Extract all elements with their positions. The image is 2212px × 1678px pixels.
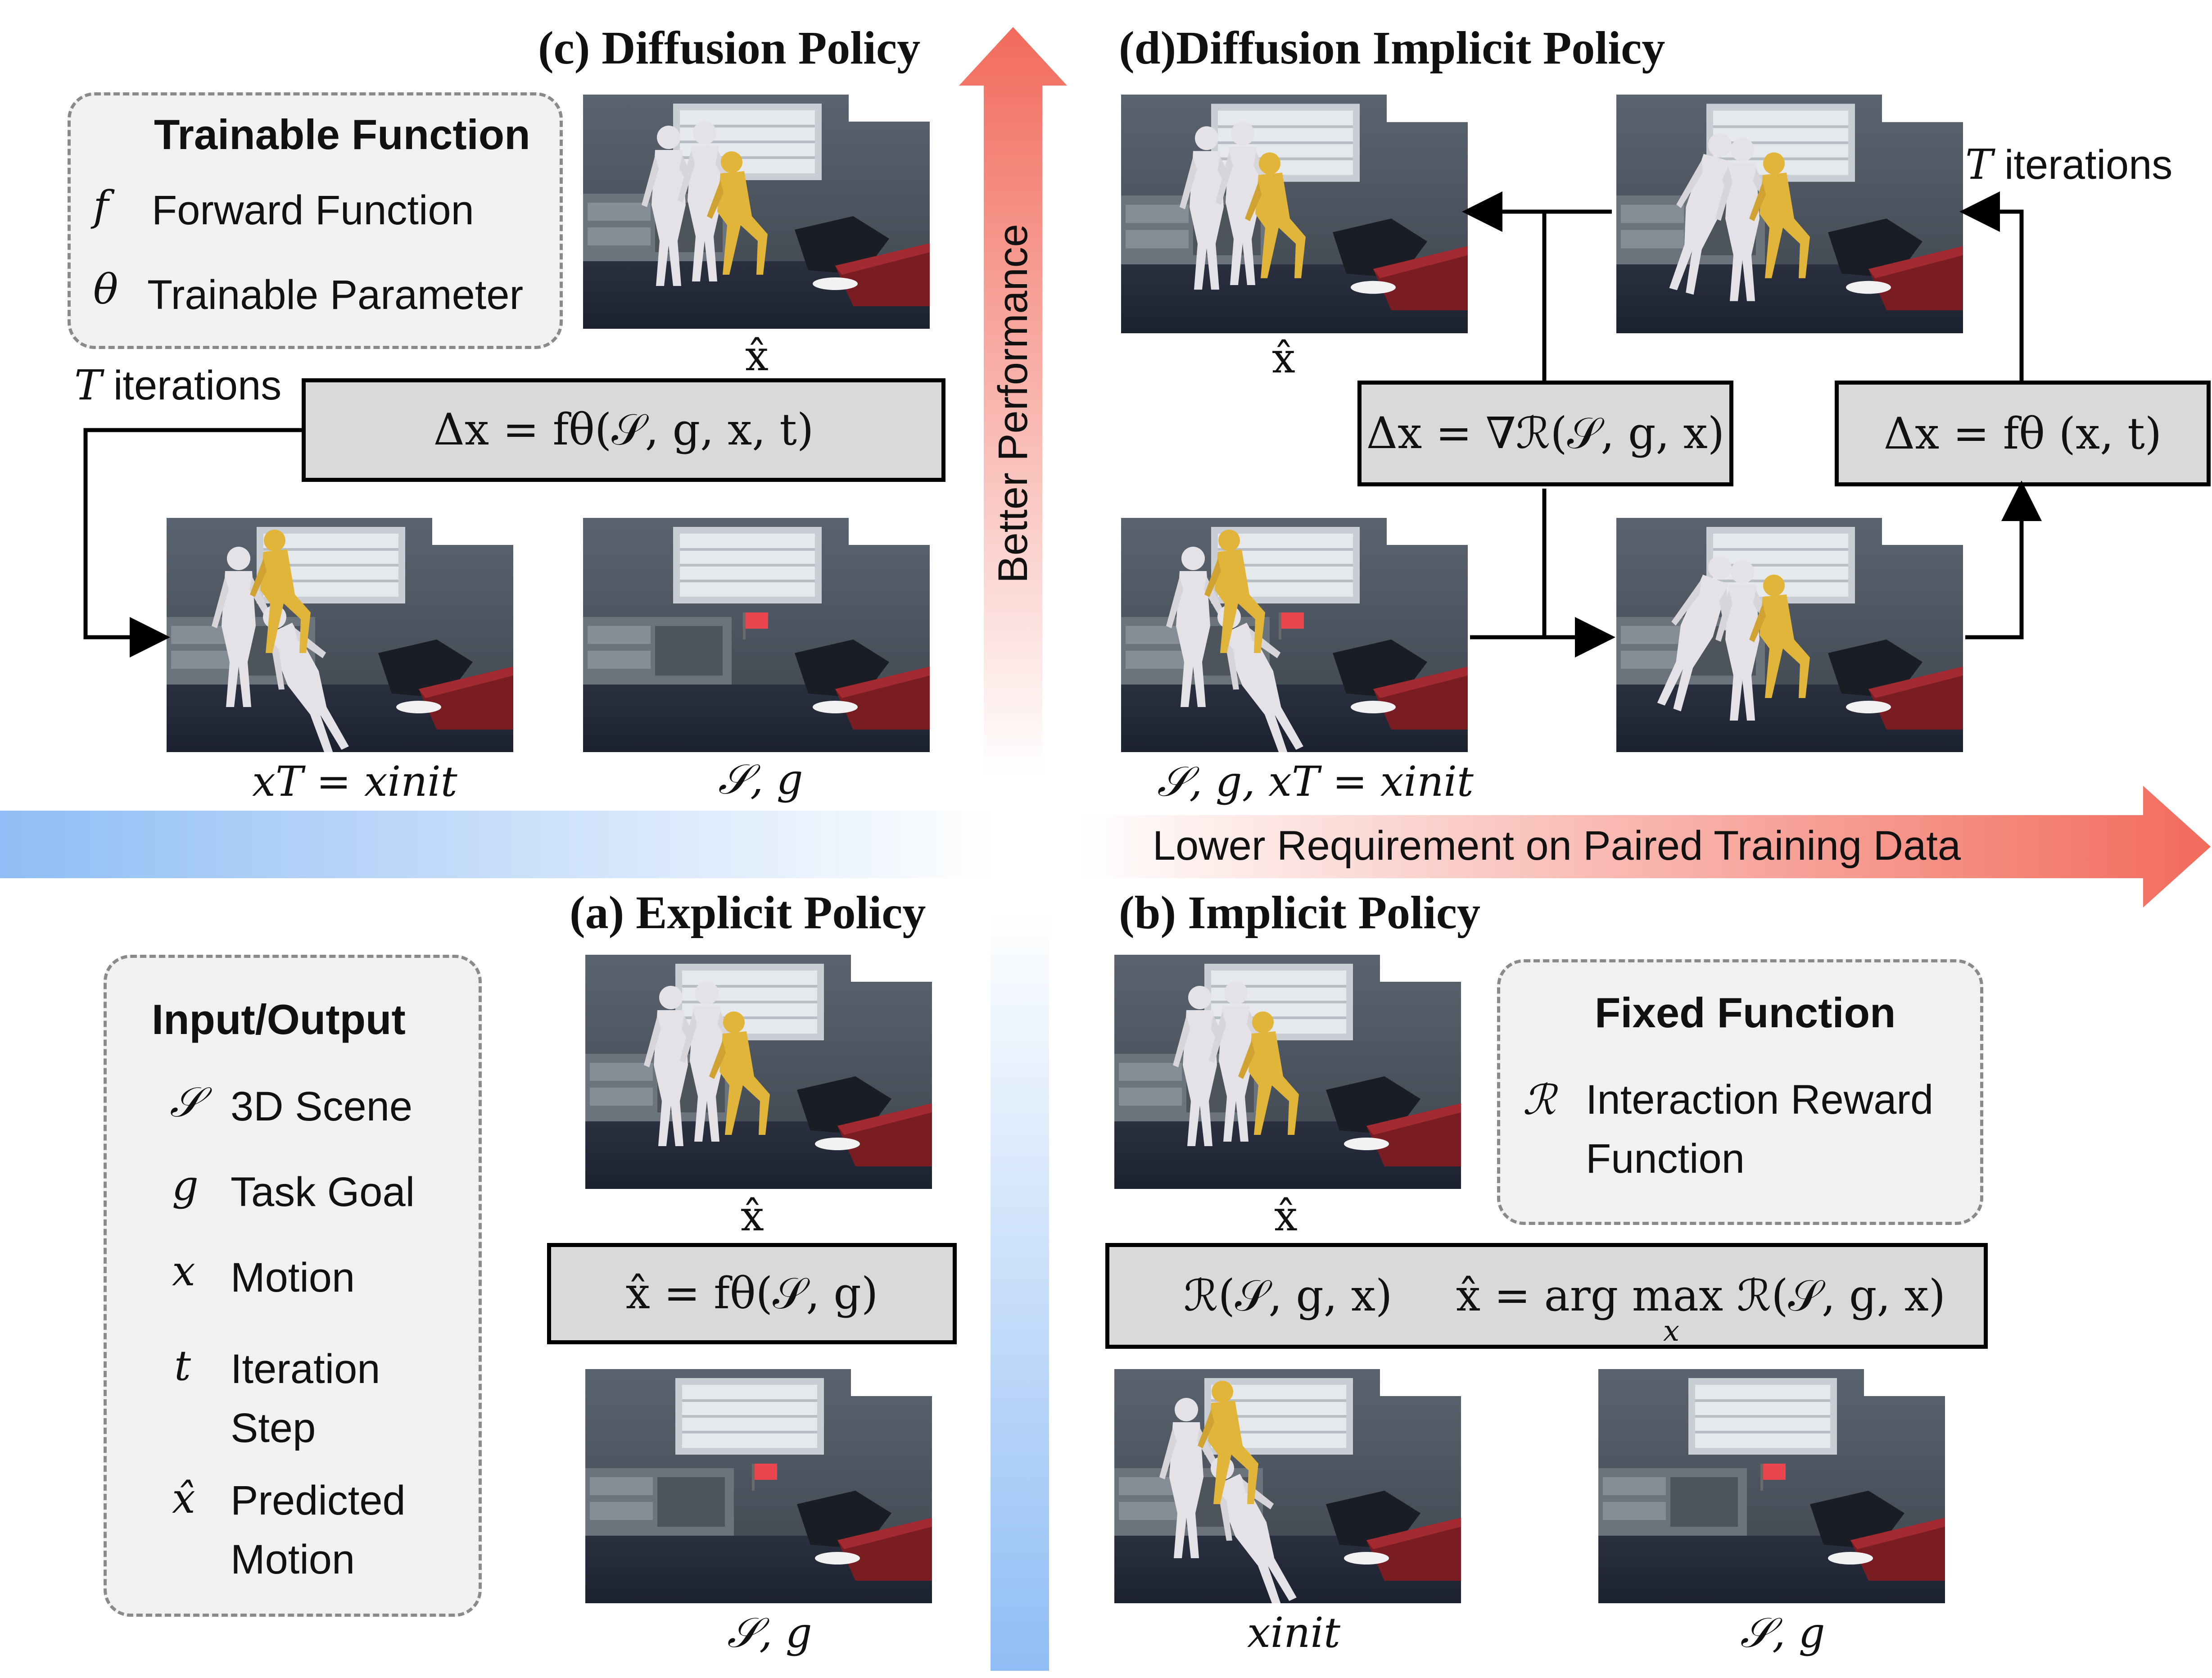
- title-explicit-policy: (a) Explicit Policy: [570, 887, 926, 939]
- label-xt-init-c: xT = xinit: [252, 757, 457, 806]
- label-xhat-c: x̂: [745, 332, 769, 380]
- iterations-label-d: T iterations: [1965, 144, 2172, 186]
- arrow-forward-to-top: [1959, 191, 2024, 381]
- title-diffusion-implicit-policy: (d)Diffusion Implicit Policy: [1119, 22, 1665, 74]
- label-xhat-b: x̂: [1274, 1192, 1298, 1240]
- label-xinit-b: xinit: [1247, 1609, 1340, 1657]
- title-diffusion-policy: (c) Diffusion Policy: [538, 22, 921, 74]
- legend-label: Trainable Parameter: [147, 272, 524, 318]
- arrow-iterate-to-forward: [1965, 481, 2042, 639]
- label-scene-goal-c: 𝒮, g: [718, 755, 803, 803]
- legend-title: Input/Output: [152, 996, 406, 1043]
- arrow-reward-to-predicted: [1462, 191, 1547, 381]
- argmax-subscript: x: [1663, 1315, 1680, 1348]
- input-output-legend: Input/Output 𝒮 3D Scene g Task Goal x Mo…: [104, 955, 482, 1617]
- fixed-function-legend: Fixed Function ℛ Interaction Reward Func…: [1497, 959, 1983, 1225]
- equation-implicit-policy: ℛ(𝒮, g, x) x̂ = arg max ℛ(𝒮, g, x) x: [1105, 1243, 1988, 1349]
- label-xhat-a: x̂: [741, 1192, 764, 1240]
- equation-explicit-policy: x̂ = fθ(𝒮, g): [547, 1243, 957, 1344]
- argmax-expression: x̂ = arg max ℛ(𝒮, g, x): [1456, 1270, 1946, 1321]
- legend-symbol: 𝒮: [170, 1078, 202, 1126]
- iterations-text: iterations: [2004, 142, 2173, 188]
- label-xhat-d: x̂: [1272, 334, 1295, 382]
- iterations-label-c: T iterations: [74, 363, 282, 408]
- reward-expression: ℛ(𝒮, g, x): [1184, 1270, 1393, 1321]
- blue-vertical-band: [991, 910, 1049, 1671]
- legend-symbol: f: [93, 182, 109, 230]
- legend-symbol: x̂: [172, 1474, 195, 1523]
- iterations-symbol: T: [74, 361, 102, 409]
- legend-symbol: ℛ: [1523, 1076, 1556, 1124]
- lower-requirement-label: Lower Requirement on Paired Training Dat…: [1153, 823, 1961, 869]
- title-implicit-policy: (b) Implicit Policy: [1119, 887, 1481, 939]
- trainable-function-legend: Trainable Function f Forward Function θ …: [68, 92, 563, 349]
- legend-title: Trainable Function: [154, 111, 530, 158]
- label-scene-goal-b: 𝒮, g: [1740, 1609, 1825, 1657]
- legend-symbol: g: [172, 1161, 199, 1210]
- legend-label: Task Goal: [231, 1169, 415, 1215]
- legend-label: Iteration Step: [231, 1346, 380, 1451]
- equation-diffusion-policy: Δx = fθ(𝒮, g, x, t): [302, 378, 945, 482]
- iterations-text: iterations: [113, 363, 282, 408]
- legend-label: Forward Function: [152, 187, 474, 233]
- performance-arrow: [959, 27, 1067, 775]
- iterations-symbol: T: [1965, 141, 1993, 189]
- legend-symbol: θ: [93, 265, 118, 313]
- loop-arrow-c: [83, 428, 302, 658]
- legend-label: 3D Scene: [231, 1084, 413, 1129]
- legend-label: Motion: [231, 1255, 355, 1301]
- blue-horizontal-band: [0, 811, 995, 878]
- legend-label: Predicted Motion: [231, 1478, 406, 1583]
- legend-symbol: t: [174, 1342, 191, 1390]
- legend-label: Interaction Reward Function: [1586, 1077, 1934, 1182]
- label-scene-goal-a: 𝒮, g: [727, 1609, 812, 1657]
- equation-reward-gradient: Δx = ∇ℛ(𝒮, g, x): [1357, 381, 1733, 486]
- label-init-d: 𝒮, g, xT = xinit: [1157, 757, 1474, 806]
- legend-title: Fixed Function: [1595, 989, 1896, 1036]
- equation-forward-function: Δx = fθ (x, t): [1835, 381, 2211, 486]
- training-data-arrow: [1081, 786, 2211, 907]
- legend-symbol: x: [172, 1247, 195, 1295]
